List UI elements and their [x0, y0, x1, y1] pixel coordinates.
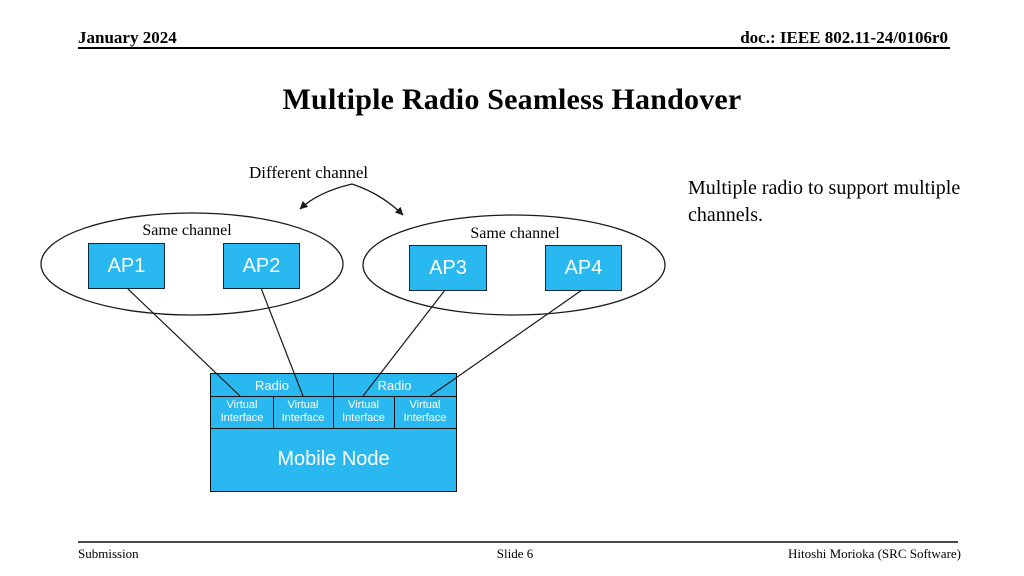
footer-submission: Submission: [78, 546, 139, 561]
same-channel-label-left: Same channel: [142, 222, 232, 239]
different-channel-label: Different channel: [249, 163, 369, 182]
virtual-interface-cell-3: Virtual Interface: [342, 398, 385, 424]
virtual-interface-cell-2: Virtual Interface: [281, 398, 325, 424]
header-rule: [78, 47, 950, 49]
footer-rule: [78, 541, 958, 543]
mobile-node-divider: [333, 374, 334, 428]
different-channel-arrow-left: [299, 183, 353, 210]
ap4-label: AP4: [564, 256, 603, 279]
slide-title: Multiple Radio Seamless Handover: [282, 83, 742, 116]
virtual-interface-cell-1: Virtual Interface: [220, 398, 264, 424]
mobile-node-divider: [273, 396, 274, 428]
mobile-node-diagram: Radio Radio Virtual Interface Virtual In…: [210, 373, 457, 492]
header-doc-number: doc.: IEEE 802.11-24/0106r0: [740, 28, 948, 47]
ap3-label: AP3: [429, 256, 467, 279]
ap3-box: AP3: [409, 245, 487, 291]
different-channel-arrow-right: [351, 183, 404, 216]
ap4-box: AP4: [545, 245, 622, 291]
note-text: Multiple radio to support multiple chann…: [688, 177, 961, 226]
mobile-node-divider: [394, 396, 395, 428]
header-date: January 2024: [78, 28, 177, 47]
virtual-interface-cell-4: Virtual Interface: [403, 398, 447, 424]
mobile-node-label: Mobile Node: [277, 448, 390, 470]
ap1-label: AP1: [107, 254, 146, 277]
same-channel-label-right: Same channel: [470, 225, 560, 242]
ap2-label: AP2: [242, 254, 281, 277]
radio-cell-1: Radio: [255, 377, 289, 393]
radio-cell-2: Radio: [377, 377, 412, 393]
mobile-node-divider: [211, 428, 456, 429]
footer-slide-number: Slide 6: [496, 546, 534, 561]
footer-author: Hitoshi Morioka (SRC Software): [788, 546, 961, 561]
ap2-box: AP2: [223, 243, 300, 289]
ap1-box: AP1: [88, 243, 165, 289]
